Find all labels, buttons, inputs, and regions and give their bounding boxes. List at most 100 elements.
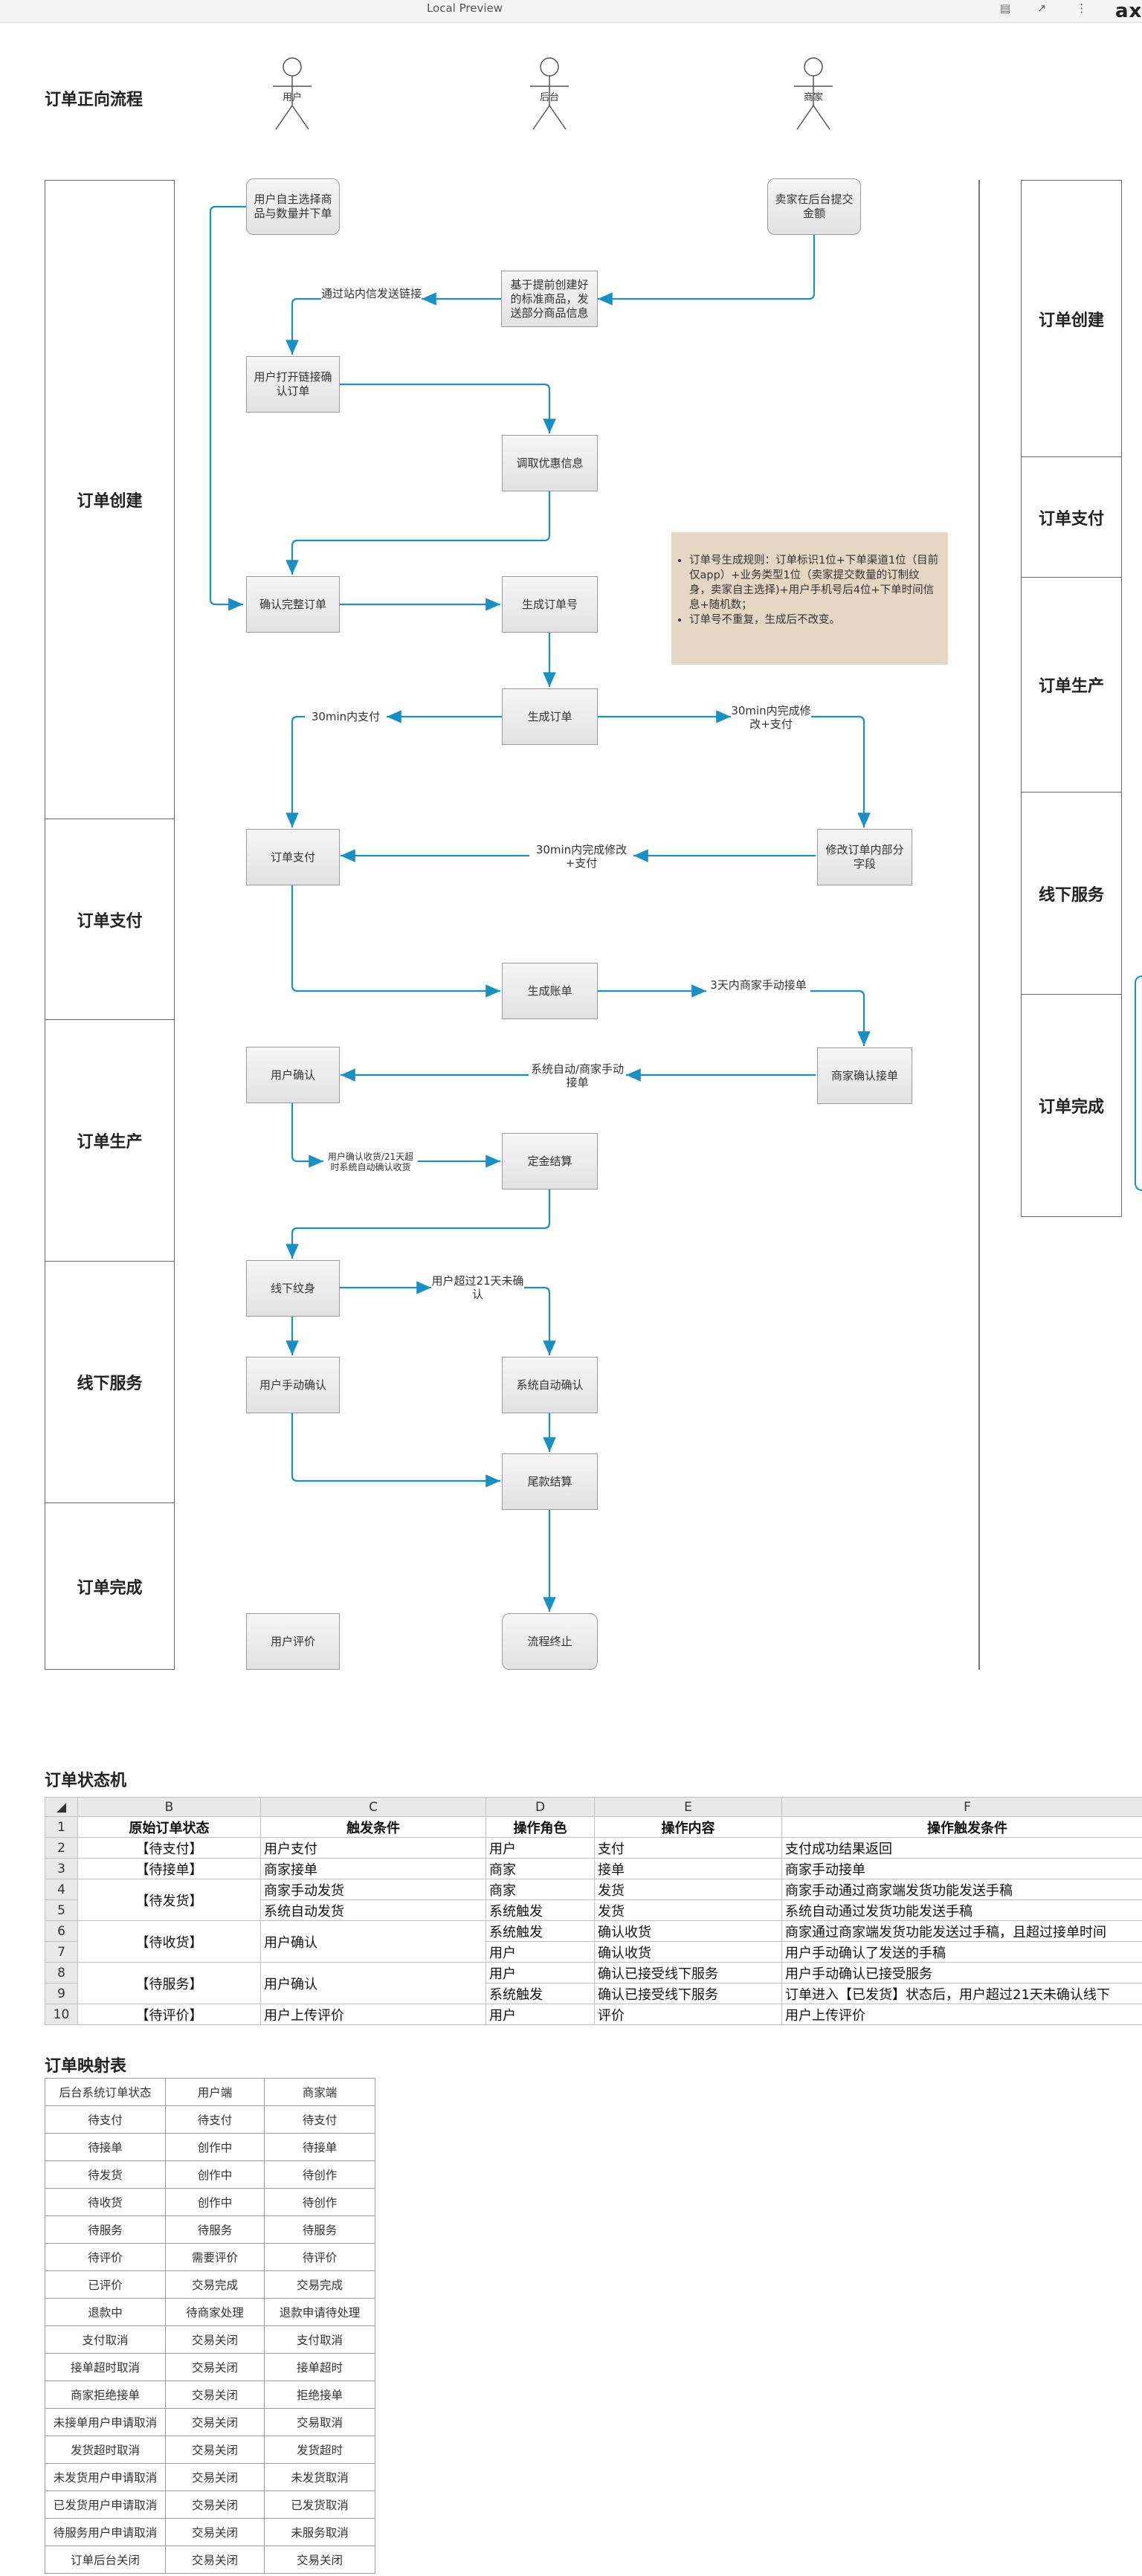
cell-operation: 确认收货 <box>594 1920 782 1942</box>
table-row: 支付取消交易关闭支付取消 <box>45 2325 375 2354</box>
node-gen-bill: 生成账单 <box>502 963 598 1019</box>
mapping-cell: 交易关闭 <box>165 2491 265 2519</box>
table-row: 未发货用户申请取消交易关闭未发货取消 <box>45 2463 375 2491</box>
cell-operation: 评价 <box>594 2004 782 2025</box>
stick-figure-icon <box>794 57 833 130</box>
table-row: 3 【待接单】 商家接单 商家 接单 商家手动接单 <box>45 1858 1142 1879</box>
cell-operation: 发货 <box>594 1879 782 1900</box>
cell-trigger: 支付成功结果返回 <box>781 1837 1142 1859</box>
table-row: 已发货用户申请取消交易关闭已发货取消 <box>45 2491 375 2519</box>
node-gen-order-no: 生成订单号 <box>502 576 598 633</box>
mapping-cell: 商家拒绝接单 <box>45 2380 166 2409</box>
edge-label-auto-accept: 系统自动/商家手动接单 <box>529 1062 626 1089</box>
side-stage-complete: 订单完成 <box>1021 994 1122 1217</box>
cell-operation: 发货 <box>594 1899 782 1921</box>
stick-figure-icon <box>530 57 569 130</box>
actor-backend: 后台 <box>516 57 583 132</box>
cell-condition: 用户确认 <box>260 1962 486 2004</box>
mapping-cell: 交易取消 <box>264 2408 375 2436</box>
more-options-icon[interactable]: ⋮ <box>1076 1 1088 15</box>
node-confirm-order: 确认完整订单 <box>246 576 340 633</box>
window-title: Local Preview <box>426 1 503 15</box>
mapping-cell: 接单超时取消 <box>45 2353 166 2381</box>
export-icon[interactable]: ↗ <box>1036 1 1047 15</box>
node-user-open-link: 用户打开链接确认订单 <box>246 356 340 413</box>
cell-condition: 商家接单 <box>260 1858 486 1879</box>
side-stage-produce: 订单生产 <box>1021 577 1122 793</box>
col-letter: F <box>781 1797 1142 1817</box>
mapping-cell: 交易关闭 <box>165 2408 265 2436</box>
table-row: 接单超时取消交易关闭接单超时 <box>45 2353 375 2381</box>
preview-toolbar: Local Preview ▤ ↗ ⋮ axu <box>0 0 1142 23</box>
table-row: 8 【待服务】 用户确认 用户 确认已接受线下服务 用户手动确认已接受服务 <box>45 1962 1142 2004</box>
stage-order-create: 订单创建 <box>45 180 175 819</box>
side-bracket <box>1135 975 1142 1191</box>
mapping-cell: 创作中 <box>165 2133 265 2161</box>
header-trigger: 操作触发条件 <box>781 1816 1142 1838</box>
stick-figure-icon <box>273 57 312 130</box>
cell-trigger: 商家通过商家端发货功能发送过手稿，且超过接单时间 <box>781 1920 1142 1942</box>
column-letter-row: ◢ B C D E F <box>45 1797 1142 1817</box>
side-stage-pay: 订单支付 <box>1021 456 1122 578</box>
status-table-title: 订单状态机 <box>45 1772 127 1790</box>
cell-operation: 确认已接受线下服务 <box>594 1962 782 1983</box>
mapping-cell: 待创作 <box>264 2160 375 2189</box>
mapping-cell: 支付取消 <box>264 2325 375 2354</box>
brand-text: ax <box>1115 0 1142 22</box>
actor-label: 商家 <box>803 92 823 103</box>
node-user-confirm: 用户确认 <box>246 1047 340 1103</box>
table-row: 6 【待收货】 用户确认 系统触发 确认收货 商家通过商家端发货功能发送过手稿，… <box>45 1920 1142 1963</box>
table-header-row: 1 原始订单状态 触发条件 操作角色 操作内容 操作触发条件 <box>45 1816 1142 1838</box>
row-number: 8 <box>45 1962 78 1983</box>
mapping-cell: 待接单 <box>45 2133 166 2161</box>
status-table: ◢ B C D E F 1 原始订单状态 触发条件 操作角色 操作内容 操作触发… <box>45 1797 1142 2025</box>
mapping-cell: 交易关闭 <box>165 2353 265 2381</box>
header-condition: 触发条件 <box>260 1816 486 1838</box>
flow-connectors <box>209 205 871 1612</box>
row-number: 7 <box>45 1941 78 1963</box>
mapping-cell: 待服务用户申请取消 <box>45 2518 166 2546</box>
cell-status: 【待收货】 <box>77 1920 261 1963</box>
edge-label-over-21: 用户超过21天未确认 <box>431 1274 524 1301</box>
mapping-cell: 已评价 <box>45 2270 166 2299</box>
actor-merchant: 商家 <box>780 57 847 132</box>
header-status: 原始订单状态 <box>77 1816 261 1838</box>
cell-trigger: 商家手动通过商家端发货功能发送手稿 <box>781 1879 1142 1900</box>
cell-condition: 用户确认 <box>260 1920 486 1963</box>
edge-label-confirm-receive: 用户确认收货/21天超时系统自动确认收货 <box>323 1152 418 1172</box>
cell-operation: 确认已接受线下服务 <box>594 1983 782 2004</box>
table-row: 待接单创作中待接单 <box>45 2133 375 2161</box>
mapping-cell: 创作中 <box>165 2160 265 2189</box>
actor-label: 用户 <box>282 92 302 103</box>
note-item: 订单号生成规则：订单标识1位+下单渠道1位（目前仅app）+业务类型1位（卖家提… <box>689 553 941 613</box>
cell-condition: 用户支付 <box>260 1837 486 1859</box>
table-row: 已评价交易完成交易完成 <box>45 2270 375 2299</box>
header-operation: 操作内容 <box>594 1816 782 1838</box>
table-row: 7 用户 确认收货 用户手动确认了发送的手稿 <box>45 1941 1142 1963</box>
mapping-cell: 待发货 <box>45 2160 166 2189</box>
cell-role: 系统触发 <box>485 1899 595 1921</box>
cell-condition: 系统自动发货 <box>260 1899 486 1921</box>
mapping-cell: 未发货取消 <box>264 2463 375 2491</box>
node-backend-create: 基于提前创建好的标准商品，发送部分商品信息 <box>501 271 598 327</box>
table-row: 4 【待发货】 商家手动发货 商家 发货 商家手动通过商家端发货功能发送手稿 <box>45 1879 1142 1921</box>
table-row: 订单后台关闭交易关闭交易关闭 <box>45 2546 375 2574</box>
row-number: 5 <box>45 1899 78 1921</box>
table-row: 发货超时取消交易关闭发货超时 <box>45 2435 375 2464</box>
mapping-header-cell: 用户端 <box>165 2078 265 2106</box>
mapping-cell: 待支付 <box>264 2105 375 2134</box>
cell-operation: 支付 <box>594 1837 782 1859</box>
cell-status: 【待服务】 <box>77 1962 261 2004</box>
col-letter: C <box>260 1797 486 1817</box>
cell-operation: 确认收货 <box>594 1941 782 1963</box>
table-row: 待收货创作中待创作 <box>45 2188 375 2216</box>
edge-label-merchant-3d: 3天内商家手动接单 <box>706 978 810 992</box>
mapping-cell: 待支付 <box>165 2105 265 2134</box>
document-icon[interactable]: ▤ <box>999 1 1011 15</box>
cell-condition: 商家手动发货 <box>260 1879 486 1900</box>
mapping-cell: 待评价 <box>264 2243 375 2271</box>
row-number: 1 <box>45 1816 78 1838</box>
mapping-cell: 交易关闭 <box>264 2546 375 2574</box>
cell-status: 【待评价】 <box>77 2004 261 2025</box>
flow-title: 订单正向流程 <box>45 91 143 109</box>
